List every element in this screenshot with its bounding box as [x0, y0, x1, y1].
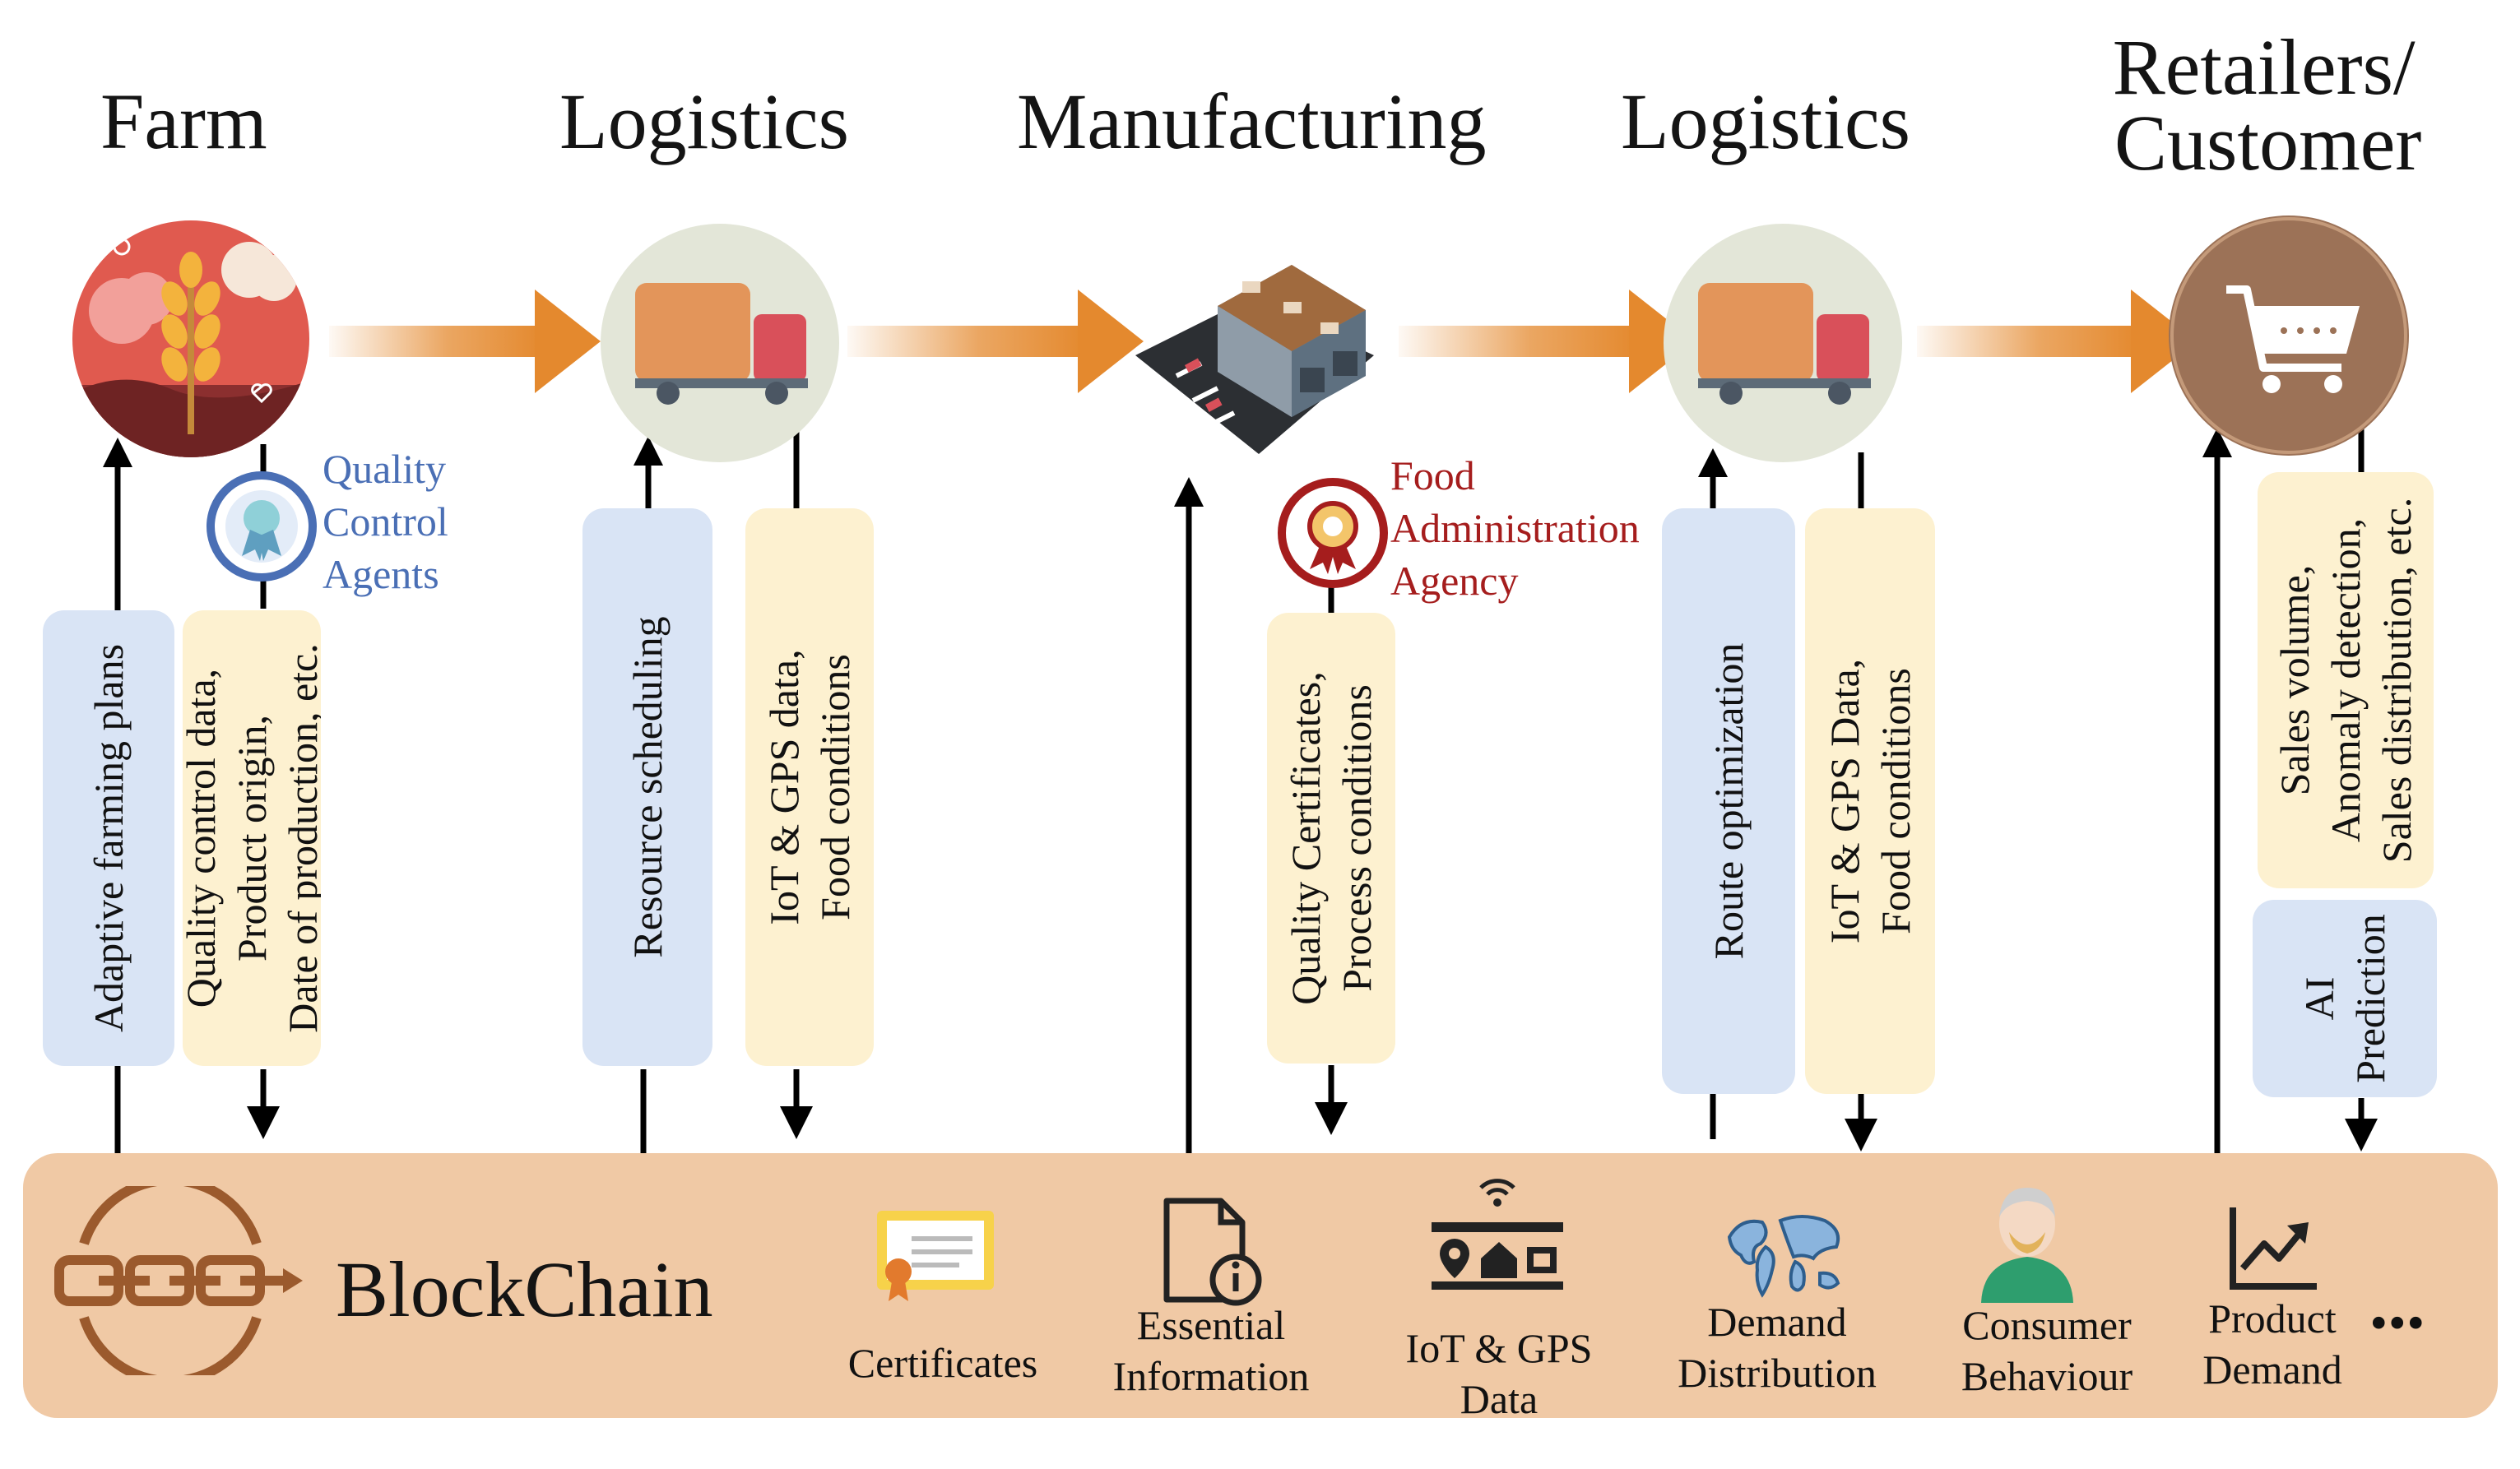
blockchain-chain-icon	[51, 1175, 306, 1387]
bc-iot-line-2: Data	[1460, 1376, 1538, 1422]
stage-title-logistics-2: Logistics	[1621, 77, 1910, 165]
arrowhead-log1-up	[633, 436, 663, 466]
retail-cart-icon	[2169, 215, 2409, 456]
arrowhead-log2-up	[1698, 448, 1728, 477]
bc-iot-line-1: IoT & GPS	[1405, 1325, 1593, 1371]
bc-demand-line-1: Demand	[1707, 1299, 1847, 1345]
qc-line-2: Control	[323, 498, 448, 545]
farm-data-line-1: Quality control data,	[183, 668, 224, 1008]
wheat-icon	[72, 238, 309, 457]
world-map-icon	[1723, 1204, 1851, 1311]
farm-plans-text: Adaptive farming plans	[86, 643, 132, 1033]
retail-sales-line-1: Sales volume,	[2272, 564, 2318, 796]
logistics-2-data-line-2: Food conditions	[1873, 668, 1919, 934]
farm-data-box: Quality control data, Product origin, Da…	[183, 610, 321, 1066]
flow-arrow-manufacturing-to-logistics	[1399, 290, 1695, 393]
more-ellipsis: ...	[2369, 1263, 2425, 1344]
food-admin-badge-icon	[1277, 477, 1389, 589]
qc-line-1: Quality	[323, 446, 446, 492]
retail-sales-box: Sales volume, Anomaly detection, Sales d…	[2258, 472, 2434, 888]
bc-label-consumer: Consumer Behaviour	[1961, 1300, 2132, 1402]
farm-plans-box: Adaptive farming plans	[43, 610, 174, 1066]
fa-line-2: Administration	[1390, 505, 1640, 551]
bc-demand-line-2: Distribution	[1678, 1350, 1877, 1396]
factory-icon	[1127, 232, 1390, 470]
logistics-1-scheduling-box: Resource scheduling	[582, 508, 712, 1066]
logistics-1-data-line-2: Food conditions	[812, 654, 858, 920]
stage-title-farm: Farm	[100, 77, 267, 165]
retail-ai-line-1: AI	[2296, 976, 2342, 1021]
bc-product-line-2: Demand	[2202, 1346, 2342, 1393]
arrowhead-manuf-up	[1174, 477, 1204, 507]
manufacturing-data-box: Quality Certificates, Process conditions	[1267, 613, 1395, 1064]
certificate-icon	[874, 1206, 997, 1304]
fa-line-3: Agency	[1390, 558, 1519, 604]
logistics-2-data-line-1: IoT & GPS Data,	[1822, 658, 1868, 944]
bc-label-demand-distribution: Demand Distribution	[1678, 1296, 1877, 1398]
flow-arrow-farm-to-logistics	[329, 290, 601, 393]
flow-arrow-logistics-to-retail	[1917, 290, 2197, 393]
stage-title-logistics-1: Logistics	[559, 77, 849, 165]
bc-product-line-1: Product	[2208, 1295, 2337, 1342]
bc-essential-line-1: Essential	[1136, 1302, 1286, 1348]
arrowheads	[103, 428, 2378, 1152]
logistics-2-data-box: IoT & GPS Data, Food conditions	[1805, 508, 1935, 1094]
manufacturing-data-line-2: Process conditions	[1334, 684, 1380, 992]
arrowhead-log1-down	[780, 1106, 813, 1139]
bc-essential-line-2: Information	[1112, 1353, 1310, 1399]
logistics-1-data-box: IoT & GPS data, Food conditions	[745, 508, 874, 1066]
blockchain-title: BlockChain	[336, 1245, 713, 1333]
bc-label-certificates: Certificates	[848, 1337, 1037, 1388]
document-info-icon	[1155, 1194, 1267, 1309]
quality-control-agents-label: Quality Control Agents	[323, 443, 448, 600]
bc-certificates-line-1: Certificates	[847, 1340, 1038, 1386]
stage-title-retail: Retailers/ Customer	[2106, 23, 2422, 187]
bc-label-iot: IoT & GPS Data	[1406, 1323, 1593, 1425]
logistics-1-data-line-1: IoT & GPS data,	[761, 649, 807, 925]
logistics-2-route-box: Route optimization	[1662, 508, 1795, 1094]
iot-gps-icon	[1423, 1173, 1571, 1296]
arrowhead-manuf-down	[1315, 1102, 1348, 1135]
logistics-1-scheduling-text: Resource scheduling	[624, 616, 671, 958]
farm-data-line-3: Date of production, etc.	[280, 643, 321, 1033]
quality-control-badge-icon	[206, 470, 318, 582]
retail-sales-line-2: Anomaly detection,	[2323, 517, 2369, 843]
arrowhead-farm-down	[247, 1106, 280, 1139]
flow-arrow-logistics-to-manufacturing	[847, 290, 1144, 393]
stage-title-retail-line-1: Retailers/	[2112, 23, 2416, 111]
retail-sales-line-3: Sales distribution, etc.	[2374, 497, 2420, 864]
logistics-2-truck-icon	[1664, 224, 1902, 462]
logistics-2-route-text: Route optimization	[1706, 642, 1752, 960]
growth-chart-icon	[2226, 1204, 2320, 1293]
retail-ai-line-2: Prediction	[2347, 914, 2393, 1083]
bc-label-product-demand: Product Demand	[2202, 1293, 2341, 1395]
vertical-connectors	[114, 428, 2365, 1153]
stage-title-manufacturing: Manufacturing	[1017, 77, 1487, 165]
logistics-1-truck-icon	[601, 224, 839, 462]
food-admin-agency-label: Food Administration Agency	[1390, 449, 1640, 607]
bc-label-essential: Essential Information	[1113, 1300, 1310, 1402]
consumer-icon	[1978, 1181, 2077, 1304]
retail-ai-box: AI Prediction	[2253, 900, 2437, 1097]
arrowhead-retail-up	[2202, 428, 2232, 457]
bc-consumer-line-2: Behaviour	[1961, 1353, 2133, 1399]
manufacturing-data-line-1: Quality Certificates,	[1283, 671, 1329, 1005]
farm-data-line-2: Product origin,	[229, 715, 275, 962]
arrowhead-retail-down	[2345, 1119, 2378, 1152]
arrowhead-farm-up	[103, 438, 132, 467]
arrowhead-log2-down	[1845, 1119, 1877, 1152]
qc-line-3: Agents	[323, 551, 439, 597]
fa-line-1: Food	[1390, 452, 1475, 498]
bc-consumer-line-1: Consumer	[1962, 1302, 2132, 1348]
farm-icon	[72, 220, 309, 457]
stage-title-retail-line-2: Customer	[2114, 99, 2422, 187]
